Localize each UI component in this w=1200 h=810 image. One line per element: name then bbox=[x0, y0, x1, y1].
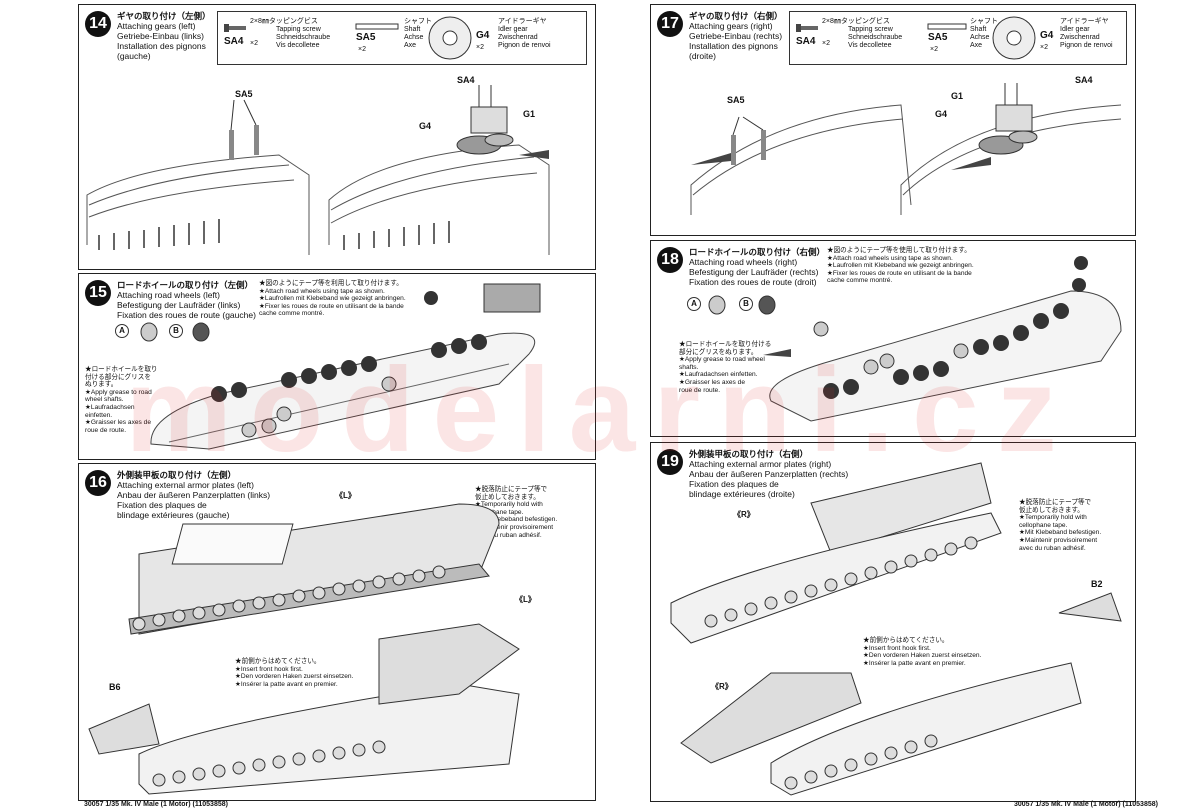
parts-key-14: 2×8㎜タッピングビス SA4 ×2 Tapping screw Schneid… bbox=[217, 11, 587, 65]
step-19-drawing bbox=[670, 462, 1122, 796]
step-14-drawing bbox=[86, 85, 550, 255]
label-g4: G4 bbox=[419, 121, 432, 131]
step-16-number: 16 bbox=[85, 470, 111, 496]
footer-right: 30057 1/35 Mk. IV Male (1 Motor) (110538… bbox=[1014, 801, 1158, 808]
label-sa5: SA5 bbox=[235, 89, 253, 99]
step-19-title: 外側装甲板の取り付け（右側） Attaching external armor … bbox=[689, 449, 849, 499]
step-17-drawing bbox=[690, 83, 1122, 215]
label-g4-r: G4 bbox=[935, 109, 948, 119]
label-sa4-r: SA4 bbox=[1075, 75, 1093, 85]
step-16-panel: 16 外側装甲板の取り付け（左側） Attaching external arm… bbox=[78, 463, 596, 801]
step-16-temp-note: ★脱落防止にテープ等で 仮止めしておきます。 ★Temporarily hold… bbox=[475, 486, 558, 539]
step-17-number: 17 bbox=[657, 11, 683, 37]
step-18-drawing bbox=[708, 256, 1122, 422]
step-19-panel: 19 外側装甲板の取り付け（右側） Attaching external arm… bbox=[650, 442, 1136, 802]
step-18-panel: 18 ロードホイールの取り付け（右側） Attaching road wheel… bbox=[650, 240, 1136, 437]
right-page: 17 ギヤの取り付け（右側） Attaching gears (right) G… bbox=[600, 0, 1200, 810]
step-15-tape-note: ★図のようにテープ等を利用して取り付けます。 ★Attach road whee… bbox=[259, 280, 406, 318]
wheel-type-b-r: B bbox=[739, 297, 753, 311]
label-l-upper: 《L》 bbox=[335, 491, 356, 500]
step-19-hook-note: ★前側からはめてください。 ★Insert front hook first. … bbox=[863, 637, 982, 667]
step-18-title: ロードホイールの取り付け（右側） Attaching road wheels (… bbox=[689, 247, 826, 287]
label-sa5-r: SA5 bbox=[727, 95, 745, 105]
label-g1-r: G1 bbox=[951, 91, 964, 101]
step-18-number: 18 bbox=[657, 247, 683, 273]
label-r-upper: 《R》 bbox=[733, 510, 755, 519]
step-17-panel: 17 ギヤの取り付け（右側） Attaching gears (right) G… bbox=[650, 4, 1136, 236]
step-15-drawing bbox=[140, 283, 541, 450]
step-14-number: 14 bbox=[85, 11, 111, 37]
step-19-number: 19 bbox=[657, 449, 683, 475]
step-15-number: 15 bbox=[85, 280, 111, 306]
step-17-title: ギヤの取り付け（右側） Attaching gears (right) Getr… bbox=[689, 11, 783, 61]
wheel-type-a: A bbox=[115, 324, 129, 338]
label-b2: B2 bbox=[1091, 579, 1103, 589]
step-19-temp-note: ★脱落防止にテープ等で 仮止めしておきます。 ★Temporarily hold… bbox=[1019, 499, 1102, 552]
step-18-grease-note: ★ロードホイールを取り付ける 部分にグリスをぬります。 ★Apply greas… bbox=[679, 341, 772, 394]
step-16-hook-note: ★前側からはめてください。 ★Insert front hook first. … bbox=[235, 658, 354, 688]
left-page: 14 ギヤの取り付け（左側） Attaching gears (left) Ge… bbox=[78, 4, 596, 808]
step-16-drawing bbox=[88, 503, 520, 795]
step-14-panel: 14 ギヤの取り付け（左側） Attaching gears (left) Ge… bbox=[78, 4, 596, 270]
wheel-type-b: B bbox=[169, 324, 183, 338]
step-18-tape-note: ★図のようにテープ等を使用して取り付けます。 ★Attach road whee… bbox=[827, 247, 974, 285]
step-16-title: 外側装甲板の取り付け（左側） Attaching external armor … bbox=[117, 470, 271, 520]
step-15-title: ロードホイールの取り付け（左側） Attaching road wheels (… bbox=[117, 280, 256, 320]
footer-left: 30057 1/35 Mk. IV Male (1 Motor) (110538… bbox=[84, 801, 228, 808]
label-l-lower: 《L》 bbox=[515, 595, 536, 604]
label-b6: B6 bbox=[109, 682, 121, 692]
step-15-grease-note: ★ロードホイールを取り 付ける部分にグリスを ぬります。 ★Apply grea… bbox=[85, 366, 158, 434]
step-15-panel: 15 ロードホイールの取り付け（左側） Attaching road wheel… bbox=[78, 273, 596, 460]
step-14-title: ギヤの取り付け（左側） Attaching gears (left) Getri… bbox=[117, 11, 211, 61]
label-sa4: SA4 bbox=[457, 75, 475, 85]
label-g1: G1 bbox=[523, 109, 536, 119]
wheel-type-a-r: A bbox=[687, 297, 701, 311]
parts-key-drawings bbox=[224, 16, 472, 60]
label-r-lower: 《R》 bbox=[711, 682, 733, 691]
parts-key-17: 2×8㎜タッピングビス SA4 ×2 Tapping screw Schneid… bbox=[789, 11, 1127, 65]
